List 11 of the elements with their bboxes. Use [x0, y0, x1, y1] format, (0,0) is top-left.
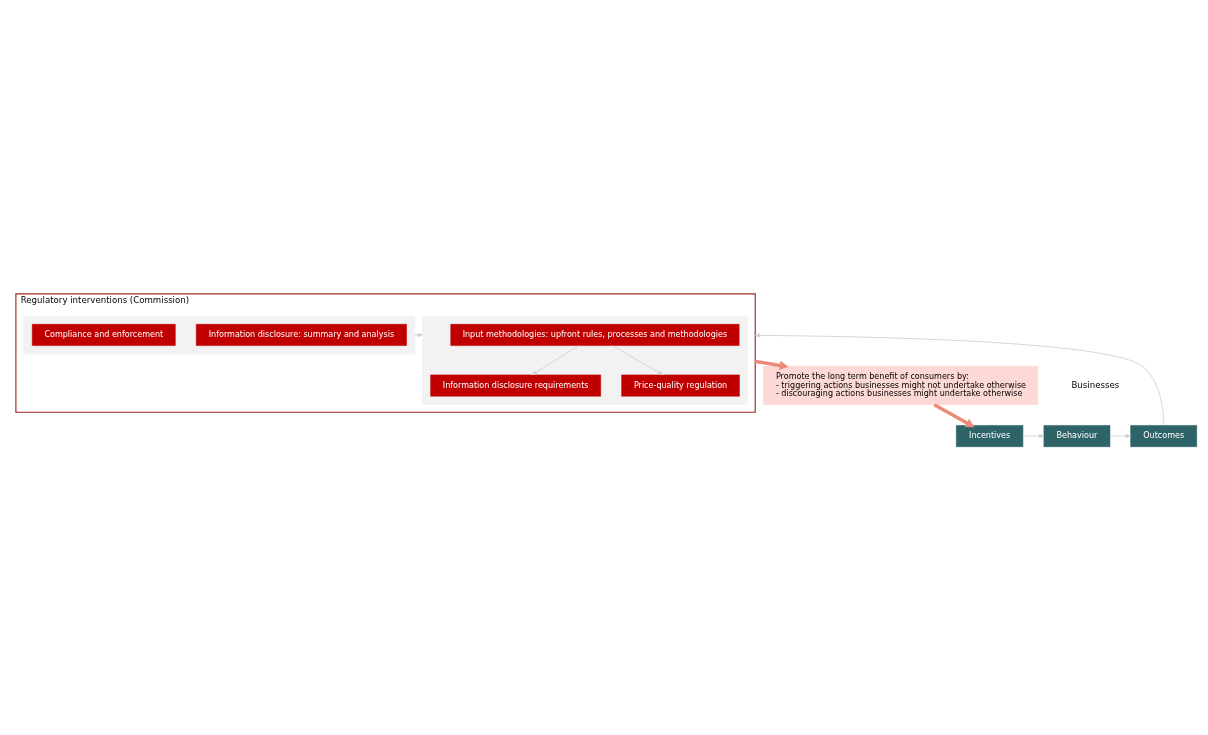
arrow — [933, 402, 975, 427]
arrow — [754, 332, 1165, 426]
label: Businesses — [1071, 379, 1120, 390]
cluster — [422, 315, 748, 405]
arrow — [754, 359, 789, 370]
arrow — [414, 332, 424, 337]
arrow — [612, 344, 664, 375]
arrow — [531, 344, 580, 375]
arrow — [1109, 433, 1131, 438]
cluster — [23, 315, 416, 354]
arrow — [1022, 433, 1045, 438]
